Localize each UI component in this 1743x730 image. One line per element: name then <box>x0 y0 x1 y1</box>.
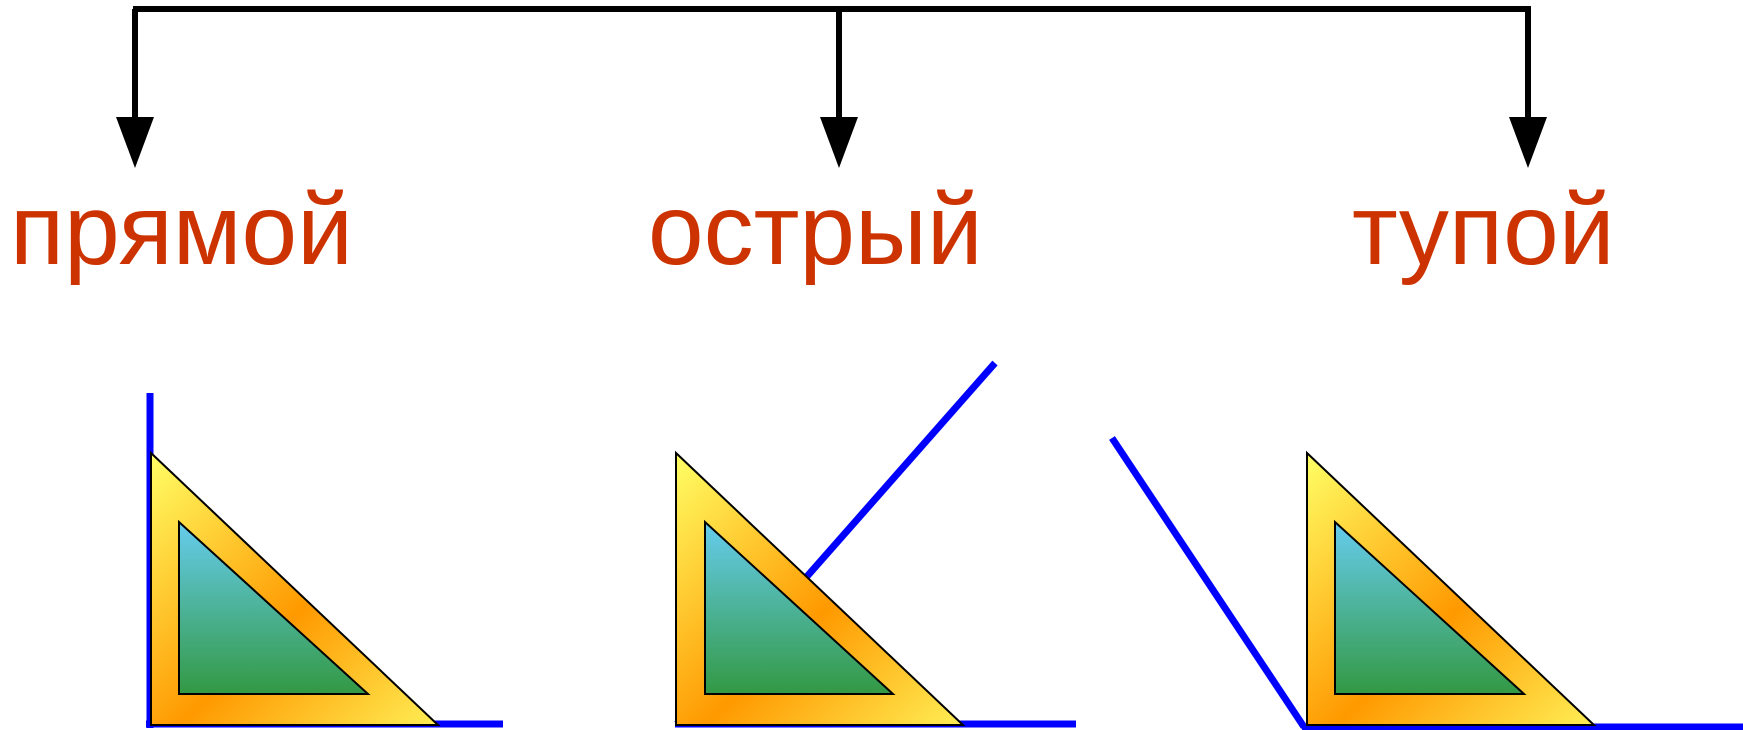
set-square-inner-icon <box>704 519 896 695</box>
obtuse-angle-slanted-ray <box>1109 436 1307 729</box>
label-right-angle: прямой <box>10 174 354 286</box>
label-acute-angle: острый <box>648 174 983 286</box>
arrow-down-icon-acute <box>820 117 858 168</box>
connector-tree <box>116 6 1547 168</box>
set-square-inner-icon <box>178 519 371 695</box>
arrow-down-icon-obtuse <box>1509 117 1547 168</box>
label-obtuse-angle: тупой <box>1352 174 1615 286</box>
set-square-inner-icon <box>1334 519 1527 695</box>
right-angle-figure <box>146 393 503 728</box>
acute-angle-figure <box>674 360 1076 728</box>
obtuse-angle-figure <box>1109 436 1743 730</box>
arrow-down-icon-right <box>116 117 154 168</box>
